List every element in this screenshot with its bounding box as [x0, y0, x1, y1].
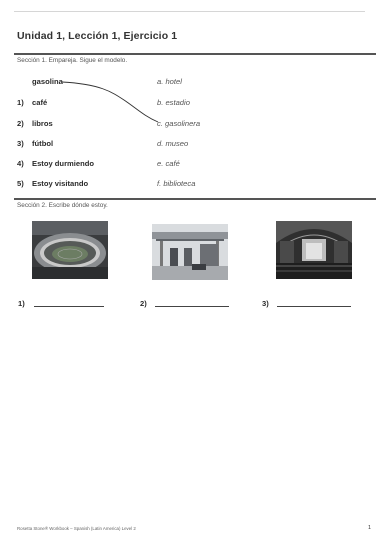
model-option: a. hotel	[157, 77, 182, 86]
match-row-4: 4) Estoy durmiendo e. café	[17, 159, 347, 171]
top-rule	[14, 11, 365, 12]
answer-3-blank[interactable]	[277, 306, 351, 307]
row-number: 5)	[17, 179, 24, 188]
match-row-2: 2) libros c. gasolinera	[17, 119, 347, 131]
answer-2-blank[interactable]	[155, 306, 229, 307]
row-word: Estoy visitando	[32, 179, 89, 188]
section2-label: Sección 2. Escribe dónde estoy.	[17, 202, 108, 209]
match-row-5: 5) Estoy visitando f. biblioteca	[17, 179, 347, 191]
row-number: 4)	[17, 159, 24, 168]
section1-divider	[14, 53, 376, 55]
row-option: f. biblioteca	[157, 179, 196, 188]
answer-1-blank[interactable]	[34, 306, 104, 307]
row-option: e. café	[157, 159, 180, 168]
stadium-photo	[32, 221, 108, 279]
row-word: Estoy durmiendo	[32, 159, 95, 168]
row-option: c. gasolinera	[157, 119, 201, 128]
row-word: fútbol	[32, 139, 54, 148]
theater-photo	[276, 221, 352, 279]
row-number: 1)	[17, 98, 24, 107]
page-title: Unidad 1, Lección 1, Ejercicio 1	[17, 30, 178, 42]
answer-2-label: 2)	[140, 299, 147, 308]
row-word: libros	[32, 119, 53, 128]
row-word: café	[32, 98, 48, 107]
section2-divider	[14, 198, 376, 200]
row-option: d. museo	[157, 139, 189, 148]
model-match-line	[61, 81, 159, 123]
footer-text: Rosetta Stone® Workbook – Spanish (Latin…	[17, 526, 136, 531]
page-number: 1	[367, 525, 371, 531]
row-option: b. estadio	[157, 98, 190, 107]
match-row-3: 3) fútbol d. museo	[17, 139, 347, 151]
section1-label: Sección 1. Empareja. Sigue el modelo.	[17, 57, 128, 64]
model-word: gasolina	[32, 77, 63, 86]
gas-station-photo	[152, 224, 228, 280]
answer-3-label: 3)	[262, 299, 269, 308]
answer-1-label: 1)	[18, 299, 25, 308]
model-row: gasolina a. hotel	[17, 77, 347, 89]
match-row-1: 1) café b. estadio	[17, 98, 347, 110]
row-number: 2)	[17, 119, 24, 128]
row-number: 3)	[17, 139, 24, 148]
